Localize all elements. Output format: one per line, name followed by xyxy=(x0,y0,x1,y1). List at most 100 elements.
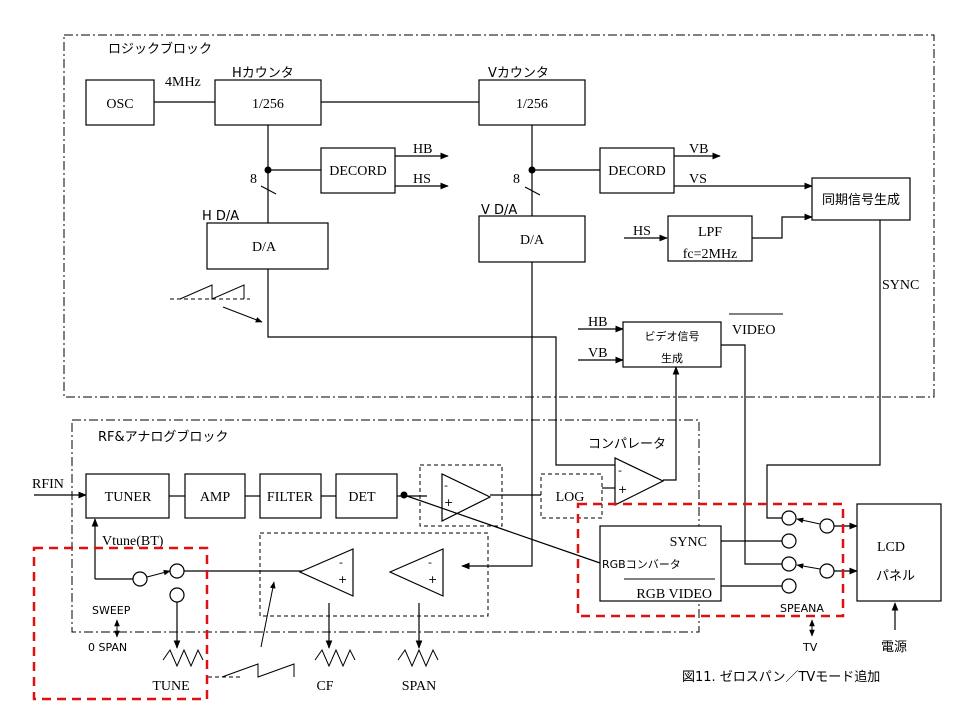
wire-h-da-comparator xyxy=(267,269,615,466)
wire-comparator-video-gen xyxy=(663,366,680,481)
v-counter-box xyxy=(478,79,586,126)
lcd-panel-box xyxy=(856,503,942,602)
buffer-opamp-plus: + xyxy=(444,496,453,509)
power-label: 電源 xyxy=(881,640,907,655)
video-gen-label-2: 生成 xyxy=(661,351,683,365)
v-decoder-label: DECORD xyxy=(608,164,666,179)
h-bus-width: 8 xyxy=(250,172,257,187)
hb-label: HB xyxy=(413,142,432,157)
comparator-opamp xyxy=(614,457,665,506)
comparator-label: コンパレータ xyxy=(588,437,666,452)
buffer-opamp xyxy=(441,473,492,522)
v-bus-width-slash xyxy=(524,186,541,196)
hs-label: HS xyxy=(413,172,431,187)
osc-label: OSC xyxy=(106,97,133,112)
v-da-text: D/A xyxy=(520,233,545,248)
logic-block-title: ロジックブロック xyxy=(108,41,212,57)
det-label: DET xyxy=(348,490,376,505)
h-counter-box xyxy=(214,79,322,126)
cf-opamp xyxy=(298,548,354,597)
zero-span-highlight xyxy=(32,546,209,701)
wire-lpf-sync-gen xyxy=(752,213,813,239)
span-opamp-plus: + xyxy=(428,573,437,586)
h-da-text: D/A xyxy=(252,240,277,255)
h-counter-ratio: 1/256 xyxy=(252,97,284,112)
comparator-plus: + xyxy=(618,483,627,496)
sync-gen-box xyxy=(811,177,911,221)
sync-out-label: SYNC xyxy=(882,278,919,293)
h-decoder-box xyxy=(320,147,396,194)
mode-sweep-label: SWEEP xyxy=(92,604,131,617)
analog-amp-frame xyxy=(259,532,489,617)
rf-block-title: RF&アナログブロック xyxy=(98,429,228,445)
v-bus-width: 8 xyxy=(513,172,520,187)
h-da-box xyxy=(206,222,329,270)
video-out-label: VIDEO xyxy=(732,323,776,338)
clock-label: 4MHz xyxy=(165,75,201,90)
lpf-input-label: HS xyxy=(633,224,651,239)
tune-pot-icon[interactable] xyxy=(162,648,204,668)
sweep-sawtooth-arrow xyxy=(260,581,276,648)
video-switch-common[interactable] xyxy=(819,563,835,579)
video-switch-tv-contact xyxy=(781,556,797,572)
mode-tv-label: TV xyxy=(802,641,818,654)
sync-switch-common[interactable] xyxy=(819,518,835,534)
sweep-switch-contact xyxy=(169,563,185,579)
zero-span-switch-contact xyxy=(169,587,185,603)
figure-caption: 図11. ゼロスパン／TVモード追加 xyxy=(682,669,880,685)
mode-speana-label: SPEANA xyxy=(780,602,824,615)
video-switch-speana-contact xyxy=(781,578,797,594)
mode-zero-span-label: 0 SPAN xyxy=(88,641,127,654)
v-decoder-box xyxy=(599,147,675,194)
wire-det-rgb-converter xyxy=(403,494,601,564)
wire-sync-to-switch xyxy=(766,220,881,519)
lcd-label: LCD xyxy=(877,540,905,555)
cf-opamp-plus: + xyxy=(338,573,347,586)
h-decoder-label: DECORD xyxy=(329,164,387,179)
sync-switch-lever[interactable] xyxy=(796,517,821,525)
wire-video-to-switch xyxy=(721,344,782,565)
sweep-sawtooth-icon xyxy=(221,663,295,678)
h-counter-label: Hカウンタ xyxy=(232,66,294,81)
logic-block-boundary xyxy=(63,34,935,398)
cf-opamp-minus: - xyxy=(339,556,343,569)
filter-label: FILTER xyxy=(267,490,314,505)
lpf-label: LPF xyxy=(698,225,722,240)
rgb-sync-label: SYNC xyxy=(670,535,707,550)
tuner-label: TUNER xyxy=(105,490,152,505)
lcd-panel-label: パネル xyxy=(876,569,915,584)
vb-label: VB xyxy=(689,142,708,157)
tv-mode-highlight xyxy=(576,502,845,618)
rgb-converter-title: RGBコンバータ xyxy=(602,558,681,571)
wire-v-da-span-amp xyxy=(461,262,533,570)
span-opamp-minus: - xyxy=(428,556,432,569)
rgb-video-label: RGB VIDEO xyxy=(636,587,712,602)
comparator-minus: - xyxy=(618,464,622,477)
h-sawtooth-arrow xyxy=(222,306,263,323)
buffer-opamp-minus: - xyxy=(444,479,448,492)
h-sawtooth-icon xyxy=(179,284,245,300)
cf-pot-icon[interactable] xyxy=(314,648,356,668)
video-gen-box xyxy=(622,321,722,368)
lpf-box xyxy=(667,215,753,262)
video-switch-lever[interactable] xyxy=(796,563,821,570)
tune-label: TUNE xyxy=(152,679,189,694)
h-bus-width-slash xyxy=(260,185,277,195)
rf-in-label: RFIN xyxy=(32,477,64,492)
vs-label: VS xyxy=(689,172,707,187)
log-box xyxy=(540,473,603,519)
v-da-box xyxy=(478,215,586,263)
cf-label: CF xyxy=(316,679,333,694)
video-gen-label-1: ビデオ信号 xyxy=(645,329,700,343)
sweep-switch-common[interactable] xyxy=(132,571,148,587)
span-opamp xyxy=(388,548,444,597)
video-gen-hb-label: HB xyxy=(588,315,607,330)
vtune-label: Vtune(BT) xyxy=(102,534,164,549)
span-pot-icon[interactable] xyxy=(397,648,439,668)
h-da-label: H D/A xyxy=(202,209,239,224)
v-da-label: V D/A xyxy=(481,203,517,218)
v-counter-label: Vカウンタ xyxy=(488,66,549,81)
sweep-switch-lever[interactable] xyxy=(146,569,171,578)
sync-switch-tv-contact xyxy=(781,510,797,526)
